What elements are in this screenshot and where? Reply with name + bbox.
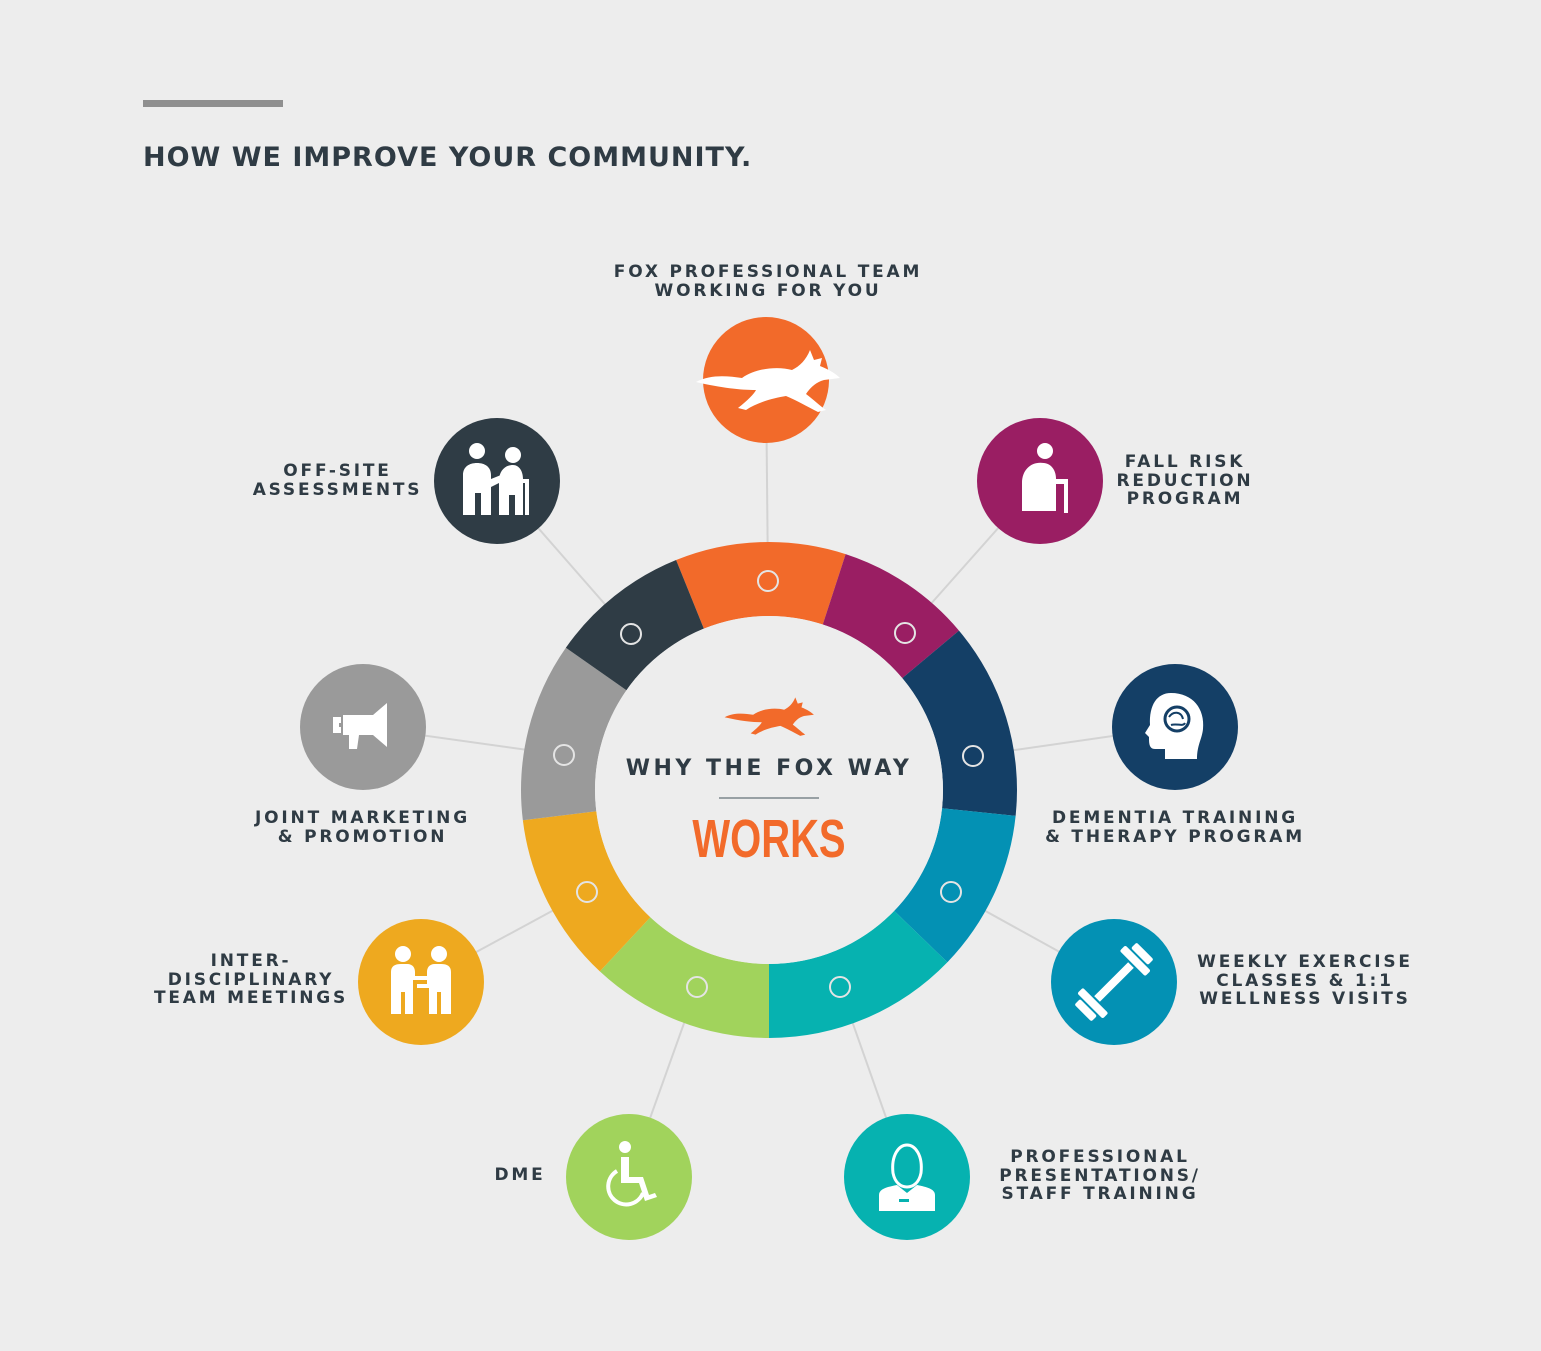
running-fox-icon: [696, 350, 840, 412]
label-fall-risk: FALL RISK REDUCTION PROGRAM: [1116, 452, 1254, 509]
label-dementia: DEMENTIA TRAINING & THERAPY PROGRAM: [1045, 808, 1305, 847]
badge-assessments: [434, 418, 560, 544]
ring-segment-presentations: [769, 910, 948, 1038]
badge-exercise: [1051, 919, 1177, 1045]
label-dme: DME: [494, 1165, 546, 1185]
label-exercise: WEEKLY EXERCISE CLASSES & 1:1 WELLNESS V…: [1197, 952, 1413, 1009]
page-title: HOW WE IMPROVE YOUR COMMUNITY.: [143, 142, 753, 173]
label-fox-team: FOX PROFESSIONAL TEAM WORKING FOR YOU: [613, 262, 923, 301]
badge-presentations: [844, 1114, 970, 1240]
center-subtitle: WORKS: [692, 809, 846, 869]
node-meetings: [576, 881, 598, 903]
badge-fox-team: [696, 317, 840, 443]
ring-segment-fox-team: [676, 541, 846, 629]
label-meetings: INTER- DISCIPLINARY TEAM MEETINGS: [153, 951, 349, 1008]
two-people-meeting-icon: [391, 946, 451, 1014]
head-brain-icon: [1145, 693, 1204, 759]
node-fall-risk: [894, 622, 916, 644]
presenter-icon: [879, 1143, 935, 1211]
badge-marketing: [300, 664, 426, 790]
item-badges: [300, 317, 1238, 1240]
badge-dementia: [1112, 664, 1238, 790]
badge-circle-presentations: [844, 1114, 970, 1240]
ring-segment-meetings: [522, 811, 651, 972]
node-fox-team: [757, 570, 779, 592]
label-marketing: JOINT MARKETING & PROMOTION: [255, 808, 470, 847]
elderly-with-cane-icon: [1022, 443, 1068, 513]
ring-segment-dementia: [902, 630, 1017, 816]
node-dementia: [962, 745, 984, 767]
badge-dme: [566, 1114, 692, 1240]
label-presentations: PROFESSIONAL PRESENTATIONS/ STAFF TRAINI…: [999, 1147, 1201, 1204]
ring-segment-fall-risk: [822, 554, 959, 679]
ring-segment-exercise: [894, 808, 1016, 963]
node-marketing: [553, 744, 575, 766]
wheelchair-icon: [606, 1141, 657, 1207]
badge-circle-meetings: [358, 919, 484, 1045]
dumbbell-icon: [1075, 943, 1153, 1021]
fox-icon: [724, 697, 814, 736]
ring-center: [595, 616, 943, 964]
node-dme: [686, 976, 708, 998]
heading-rule: [143, 100, 283, 107]
center-title: WHY THE FOX WAY: [625, 756, 913, 781]
badge-meetings: [358, 919, 484, 1045]
node-assessments: [620, 623, 642, 645]
ring-segment-marketing: [521, 647, 627, 821]
label-assessments: OFF-SITE ASSESSMENTS: [252, 461, 423, 500]
ring-nodes: [553, 570, 984, 998]
caregiver-with-elder-icon: [463, 443, 529, 515]
node-presentations: [829, 976, 851, 998]
megaphone-icon: [333, 703, 387, 749]
node-exercise: [940, 881, 962, 903]
ring-segment-dme: [599, 917, 769, 1038]
badge-fall-risk: [977, 418, 1103, 544]
